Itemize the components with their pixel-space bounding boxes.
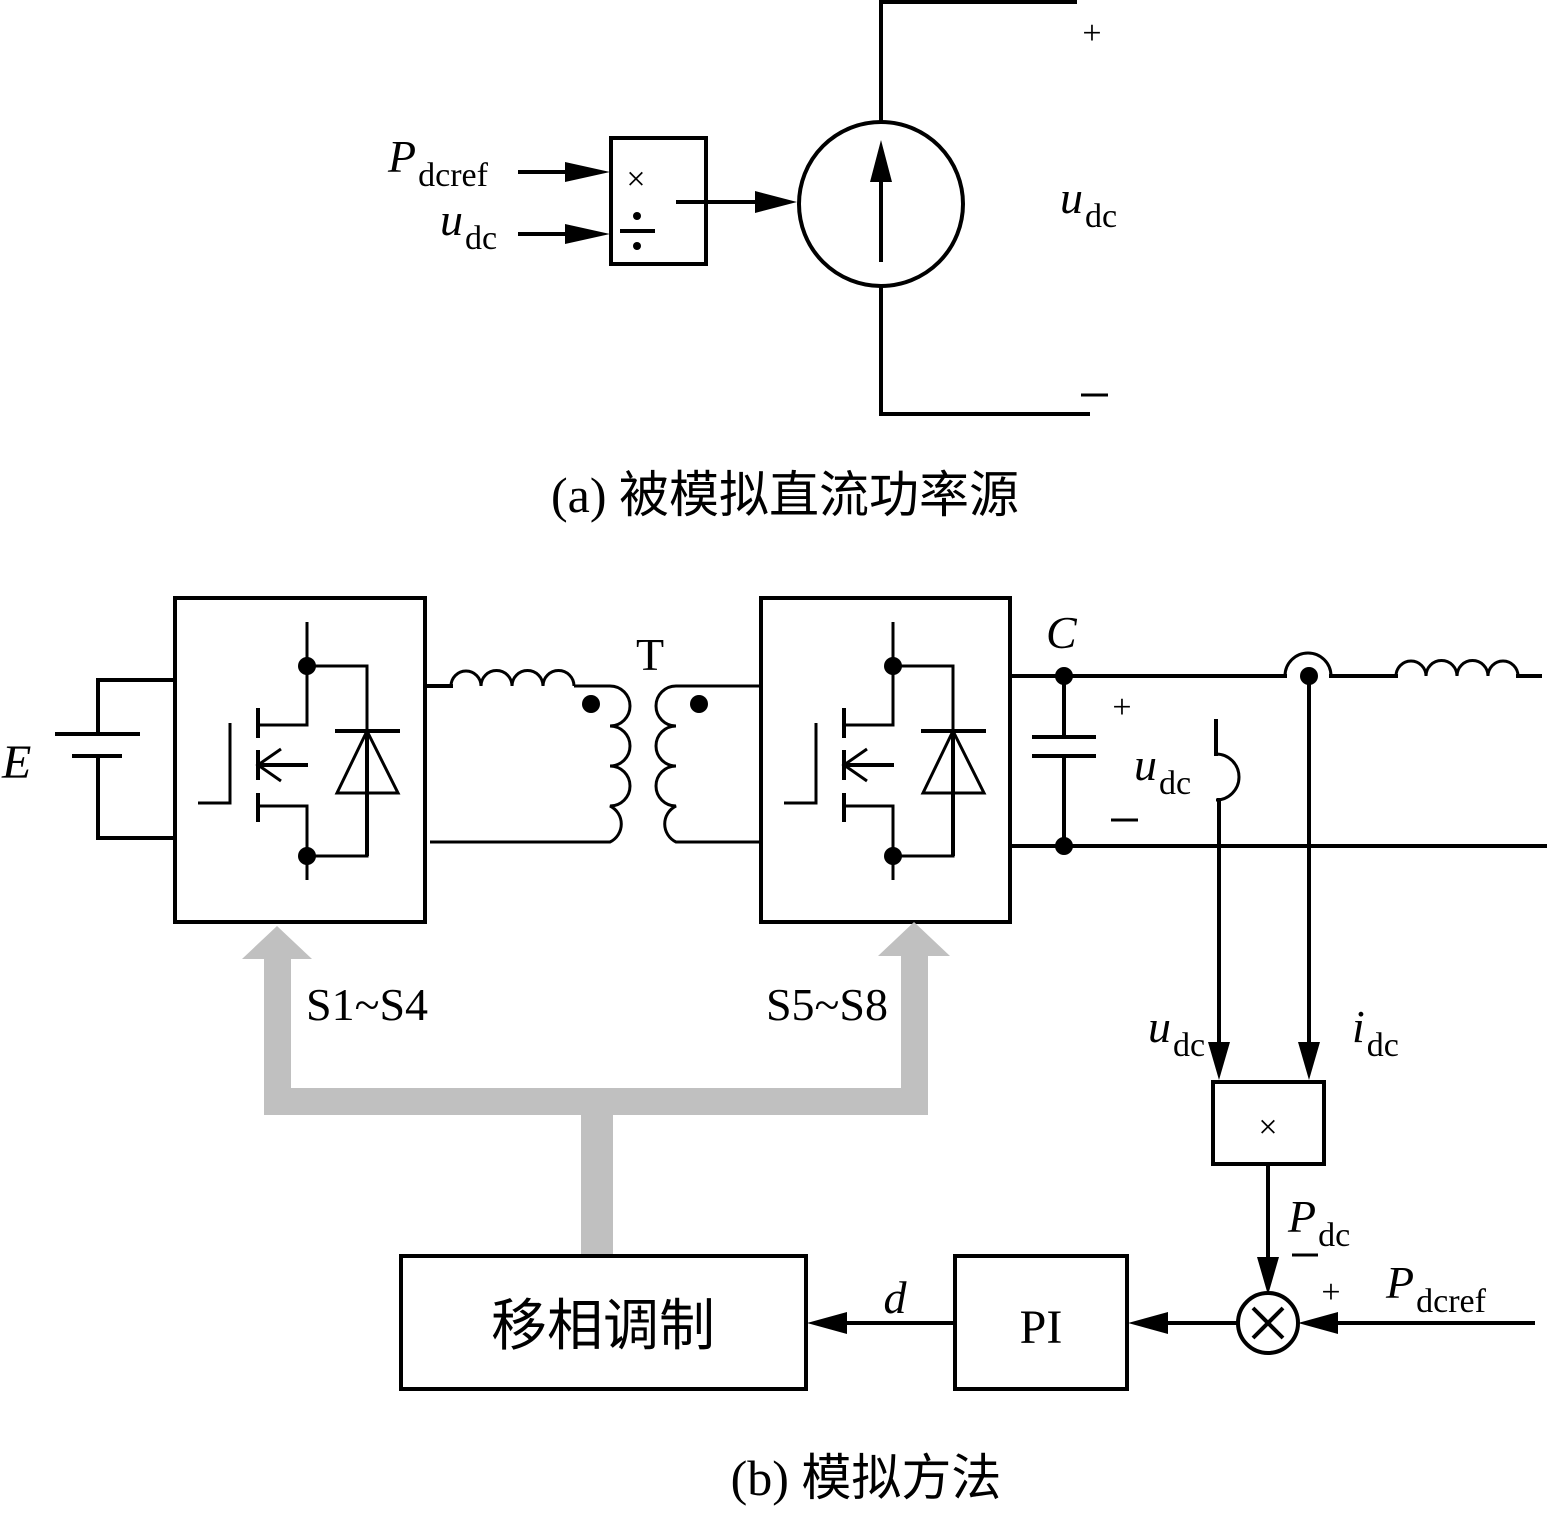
cap-plus-sign: + [1112, 689, 1131, 726]
arrowhead-icon [1298, 1312, 1338, 1334]
multiplier-block [1211, 1080, 1326, 1166]
battery-label: E [1, 736, 31, 789]
arrowhead-icon [870, 140, 892, 182]
plus-sign: + [1082, 15, 1101, 52]
multiply-glyph: × [626, 161, 645, 198]
power-reference-label: Pdcref [1385, 1257, 1487, 1320]
gating-signal-arrows [242, 922, 950, 1255]
modulation-label: 移相调制 [491, 1296, 715, 1358]
transformer-label: T [636, 629, 664, 680]
capacitor-icon [1032, 667, 1096, 855]
arrowhead-icon [807, 1312, 847, 1334]
part-a-power-source: Pdcref udc × + udc (a) 被模拟直流功率源 [387, 0, 1117, 523]
mosfet-with-diode-icon [198, 622, 401, 880]
arrowhead-icon [565, 224, 610, 244]
pi-controller-block [953, 1254, 1129, 1391]
arrowhead-icon [755, 191, 797, 213]
left-gate-signals-label: S1~S4 [306, 979, 428, 1030]
summing-junction-icon [1236, 1291, 1300, 1355]
arrowhead-icon [1128, 1312, 1168, 1334]
input-label-udc: udc [440, 194, 497, 257]
part-b-emulation-method: E [1, 596, 1547, 1506]
power-feedback-label: Pdc [1287, 1191, 1350, 1254]
transformer-icon [430, 684, 762, 844]
cap-voltage-label: udc [1134, 739, 1191, 802]
output-voltage-label: udc [1060, 172, 1117, 235]
caption-a: (a) 被模拟直流功率源 [551, 467, 1019, 523]
series-inductor-icon [423, 669, 576, 688]
capacitor-label: C [1046, 607, 1078, 658]
meas-current-label: idc [1352, 1001, 1399, 1064]
right-gate-signals-label: S5~S8 [766, 979, 888, 1030]
caption-b: (b) 模拟方法 [731, 1450, 1002, 1506]
current-sensor-icon [1298, 667, 1320, 1080]
right-bridge-block [759, 596, 1012, 924]
phase-shift-modulation-block [399, 1254, 808, 1391]
arrowhead-icon [1257, 1257, 1279, 1295]
reference-plus-sign: + [1321, 1274, 1340, 1311]
output-inductor-icon [1394, 659, 1542, 678]
input-label-pdcref: Pdcref [387, 131, 489, 194]
pi-label: PI [1020, 1301, 1063, 1354]
arrowhead-icon [565, 162, 610, 182]
meas-voltage-label: udc [1148, 1001, 1205, 1064]
divide-glyph-icon [620, 212, 655, 250]
voltage-sensor-icon [1208, 719, 1241, 1080]
duty-label: d [884, 1272, 908, 1323]
left-bridge-block [173, 596, 427, 924]
multiplier-glyph: × [1258, 1109, 1277, 1146]
dc-bus-wires [1008, 651, 1547, 848]
negative-terminal-wire [879, 284, 1090, 416]
positive-terminal-wire [879, 0, 1077, 124]
mosfet-with-diode-icon [784, 622, 987, 880]
battery-icon [55, 678, 177, 840]
